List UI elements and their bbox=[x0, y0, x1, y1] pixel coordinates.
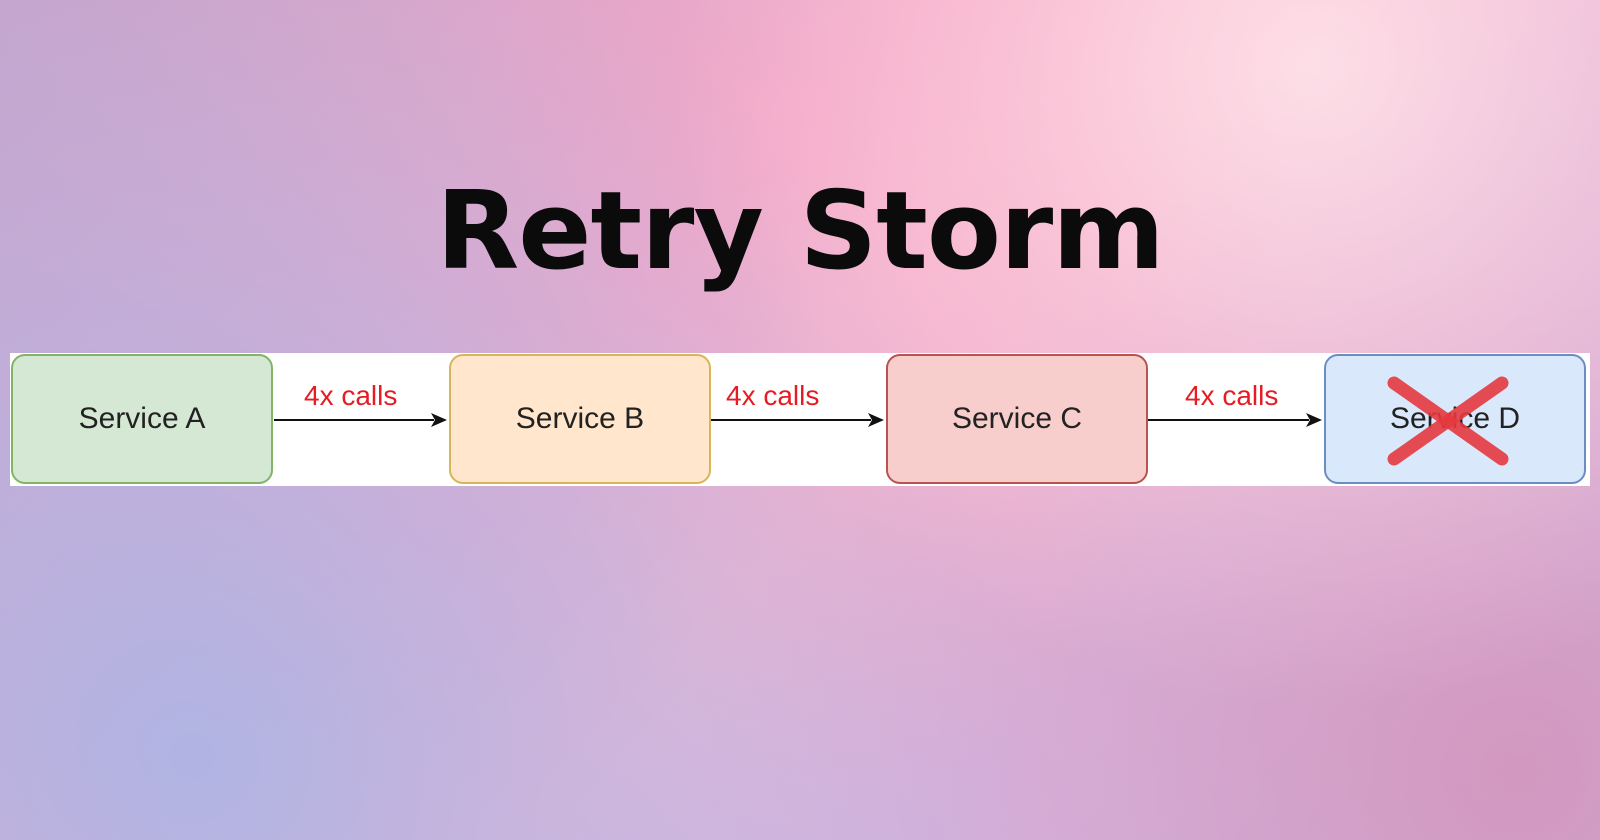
service-b-node: Service B bbox=[449, 354, 711, 484]
arrow-a-to-b bbox=[274, 410, 448, 430]
service-chain-diagram: Service A 4x calls Service B 4x calls Se… bbox=[10, 353, 1590, 486]
edge-label-b-to-c: 4x calls bbox=[726, 380, 820, 411]
service-c-node: Service C bbox=[886, 354, 1148, 484]
service-a-node: Service A bbox=[11, 354, 273, 484]
arrow-c-to-d bbox=[1148, 410, 1323, 430]
edge-label-c-to-d: 4x calls bbox=[1185, 380, 1279, 411]
edge-label-a-to-b: 4x calls bbox=[304, 380, 398, 411]
service-d-node: Service D bbox=[1324, 354, 1586, 484]
page-title: Retry Storm bbox=[436, 169, 1165, 294]
arrow-b-to-c bbox=[711, 410, 885, 430]
